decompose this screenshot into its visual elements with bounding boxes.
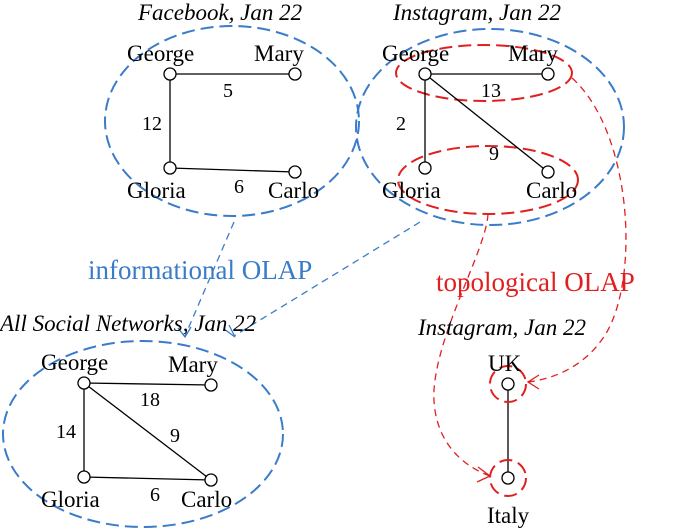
facebook-weight-george-mary: 5	[223, 80, 233, 102]
facebook-label-carlo: Carlo	[268, 178, 319, 203]
all-networks-node-carlo	[204, 473, 218, 487]
facebook-graph: Facebook, Jan 22 George Mary Gloria Carl…	[104, 0, 360, 217]
country-label-italy: Italy	[487, 503, 530, 528]
facebook-label-gloria: Gloria	[127, 178, 186, 203]
topological-arrow-to-italy	[433, 213, 491, 477]
all-networks-edge-george-carlo	[83, 382, 212, 481]
instagram-node-gloria	[418, 161, 432, 175]
informational-arrowhead-2	[223, 324, 236, 338]
country-node-uk	[501, 377, 515, 391]
instagram-country-title: Instagram, Jan 22	[417, 315, 586, 340]
all-networks-label-george: George	[41, 350, 108, 375]
all-networks-label-mary: Mary	[168, 352, 218, 377]
facebook-title: Facebook, Jan 22	[137, 0, 302, 25]
all-networks-graph: All Social Networks, Jan 22 George Mary …	[0, 311, 284, 528]
topological-arrow-to-uk	[527, 77, 627, 383]
country-node-italy	[501, 471, 515, 485]
instagram-node-mary	[541, 67, 555, 81]
country-cluster-uk	[489, 365, 527, 403]
topological-olap-label: topological OLAP	[436, 267, 635, 297]
instagram-country-graph: Instagram, Jan 22 UK Italy	[417, 315, 586, 528]
all-networks-label-carlo: Carlo	[181, 487, 232, 512]
instagram-node-george	[418, 67, 432, 81]
instagram-ellipse	[355, 28, 625, 226]
instagram-cluster-uk	[395, 44, 573, 102]
facebook-label-mary: Mary	[254, 41, 304, 66]
instagram-edge-george-carlo	[424, 73, 549, 173]
facebook-node-gloria	[163, 161, 177, 175]
all-networks-ellipse	[2, 340, 284, 528]
all-networks-title: All Social Networks, Jan 22	[0, 311, 256, 336]
instagram-graph: Instagram, Jan 22 George Mary Gloria Car…	[355, 0, 625, 226]
topological-olap-arrows: topological OLAP	[433, 77, 635, 483]
instagram-weight-george-gloria: 2	[396, 113, 406, 135]
all-networks-weight-george-carlo: 9	[170, 425, 180, 447]
facebook-label-george: George	[127, 41, 194, 66]
all-networks-edge-gloria-carlo	[83, 476, 212, 481]
informational-olap-arrows: informational OLAP	[88, 221, 421, 339]
instagram-label-carlo: Carlo	[526, 178, 577, 203]
all-networks-weight-george-gloria: 14	[56, 421, 76, 443]
facebook-node-mary	[288, 67, 302, 81]
instagram-label-george: George	[382, 41, 449, 66]
facebook-node-george	[163, 67, 177, 81]
all-networks-node-gloria	[77, 470, 91, 484]
all-networks-weight-gloria-carlo: 6	[150, 484, 160, 506]
all-networks-edge-george-mary	[83, 382, 212, 386]
all-networks-node-george	[77, 376, 91, 390]
informational-arrowhead-1	[177, 326, 192, 339]
informational-arrow-from-facebook	[184, 221, 235, 337]
all-networks-label-gloria: Gloria	[41, 487, 100, 512]
informational-arrow-from-instagram	[233, 221, 421, 337]
topological-arrowhead-uk	[526, 374, 540, 390]
informational-olap-label: informational OLAP	[88, 255, 312, 285]
facebook-weight-george-gloria: 12	[142, 113, 162, 135]
facebook-weight-gloria-carlo: 6	[234, 176, 244, 198]
instagram-node-carlo	[541, 165, 555, 179]
instagram-title: Instagram, Jan 22	[392, 0, 561, 25]
country-cluster-italy	[489, 459, 527, 497]
facebook-ellipse	[104, 25, 360, 217]
instagram-label-gloria: Gloria	[382, 178, 441, 203]
instagram-weight-george-carlo: 9	[489, 143, 499, 165]
facebook-node-carlo	[288, 165, 302, 179]
all-networks-node-mary	[204, 378, 218, 392]
all-networks-weight-george-mary: 18	[140, 389, 160, 411]
country-label-uk: UK	[488, 351, 522, 376]
topological-arrowhead-italy	[476, 466, 492, 483]
facebook-edge-gloria-carlo	[169, 167, 296, 173]
instagram-weight-george-mary: 13	[481, 80, 501, 102]
instagram-label-mary: Mary	[508, 41, 558, 66]
